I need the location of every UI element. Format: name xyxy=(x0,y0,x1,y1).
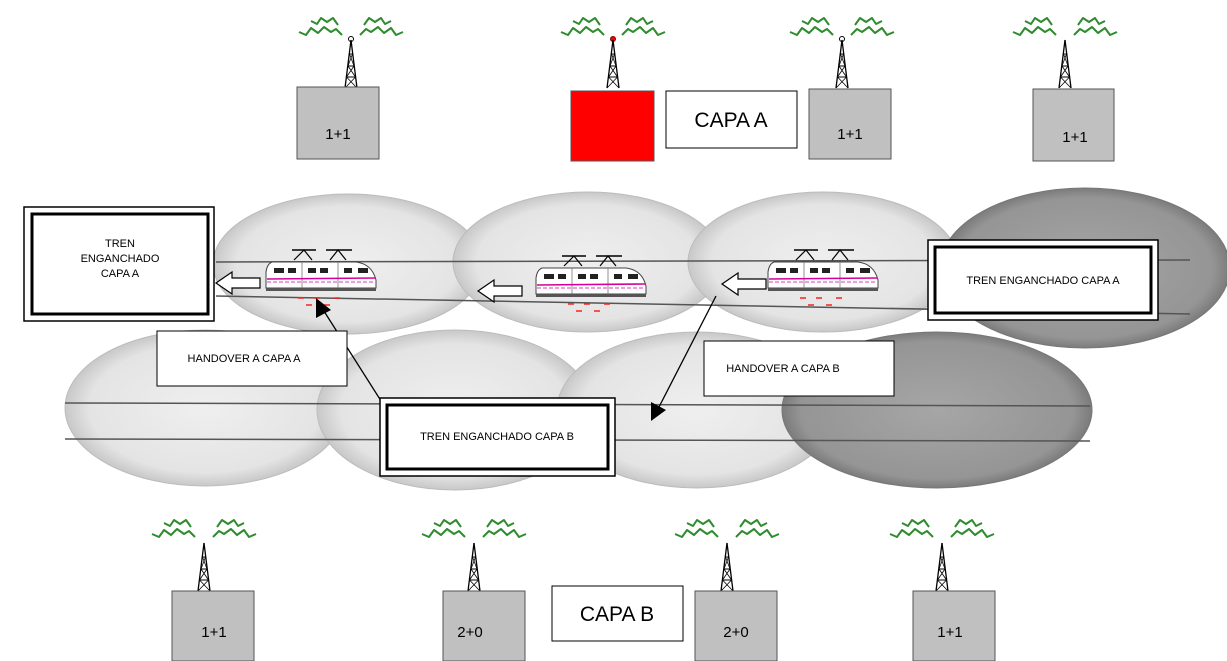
site-b-1-capacity: 1+1 xyxy=(201,624,226,641)
layer-a-label-box xyxy=(665,90,798,149)
train-right-label: TREN ENGANCHADO CAPA A xyxy=(927,239,1159,321)
train-left-label-line1: TREN xyxy=(105,238,135,250)
site-a-1 xyxy=(296,86,380,160)
signal-icon xyxy=(421,519,527,538)
train-left-label-line3: CAPA A xyxy=(101,268,140,280)
handover-a-label: HANDOVER A CAPA A xyxy=(156,330,348,387)
handover-b-label-text: HANDOVER A CAPA B xyxy=(726,363,840,375)
site-b-1 xyxy=(171,590,255,661)
layer-b-sites: 1+1 2+0 CAPA B 2+0 1+1 xyxy=(151,519,996,661)
handover-b-label: HANDOVER A CAPA B xyxy=(703,340,895,397)
handover-a-arrow-line xyxy=(321,307,384,405)
site-b-4 xyxy=(912,590,996,661)
train-left-label-line2: ENGANCHADO xyxy=(81,253,160,265)
train-center-label-text: TREN ENGANCHADO CAPA B xyxy=(420,431,574,443)
train-center-label: TREN ENGANCHADO CAPA B xyxy=(379,397,616,477)
handover-b-arrowhead xyxy=(651,402,666,421)
antenna-tower-icon xyxy=(1058,39,1072,89)
site-b-2 xyxy=(442,590,526,661)
antenna-tower-icon xyxy=(197,542,211,592)
antenna-tower-icon xyxy=(720,542,734,592)
site-a-4 xyxy=(1032,88,1115,162)
site-b-4-capacity: 1+1 xyxy=(937,624,962,641)
antenna-tower-icon xyxy=(467,542,481,592)
handover-b-arrow-line xyxy=(658,295,717,408)
signal-icon xyxy=(151,519,257,538)
signal-icon xyxy=(298,17,404,36)
antenna-tower-icon xyxy=(935,542,949,592)
site-b-3-capacity: 2+0 xyxy=(723,624,748,641)
handover-arrows xyxy=(316,295,717,421)
site-b-3 xyxy=(694,590,778,661)
layer-b-label-box xyxy=(551,585,684,642)
signal-icon xyxy=(560,17,666,36)
site-b-2-capacity: 2+0 xyxy=(457,624,482,641)
train-right-label-text: TREN ENGANCHADO CAPA A xyxy=(966,275,1120,287)
signal-icon xyxy=(889,519,995,538)
site-a-3 xyxy=(808,88,892,160)
layer-a-sites: 1+1 CAPA A 1+1 1+1 xyxy=(296,17,1118,162)
handover-a-arrowhead xyxy=(316,298,331,318)
signal-icon xyxy=(789,17,895,36)
site-a-1-capacity: 1+1 xyxy=(325,126,350,143)
layer-b-label: CAPA B xyxy=(580,603,654,626)
antenna-tower-icon xyxy=(344,39,358,89)
antenna-tower-icon xyxy=(606,39,620,89)
signal-icon xyxy=(674,519,780,538)
site-a-3-capacity: 1+1 xyxy=(837,126,862,143)
signal-icon xyxy=(1012,17,1118,36)
antenna-tower-icon xyxy=(835,39,849,89)
site-a-4-capacity: 1+1 xyxy=(1062,129,1087,146)
site-a-2-failed xyxy=(570,90,655,162)
handover-a-label-text: HANDOVER A CAPA A xyxy=(188,353,302,365)
layer-a-label: CAPA A xyxy=(694,109,767,132)
train-left-label: TREN ENGANCHADO CAPA A xyxy=(23,206,215,322)
